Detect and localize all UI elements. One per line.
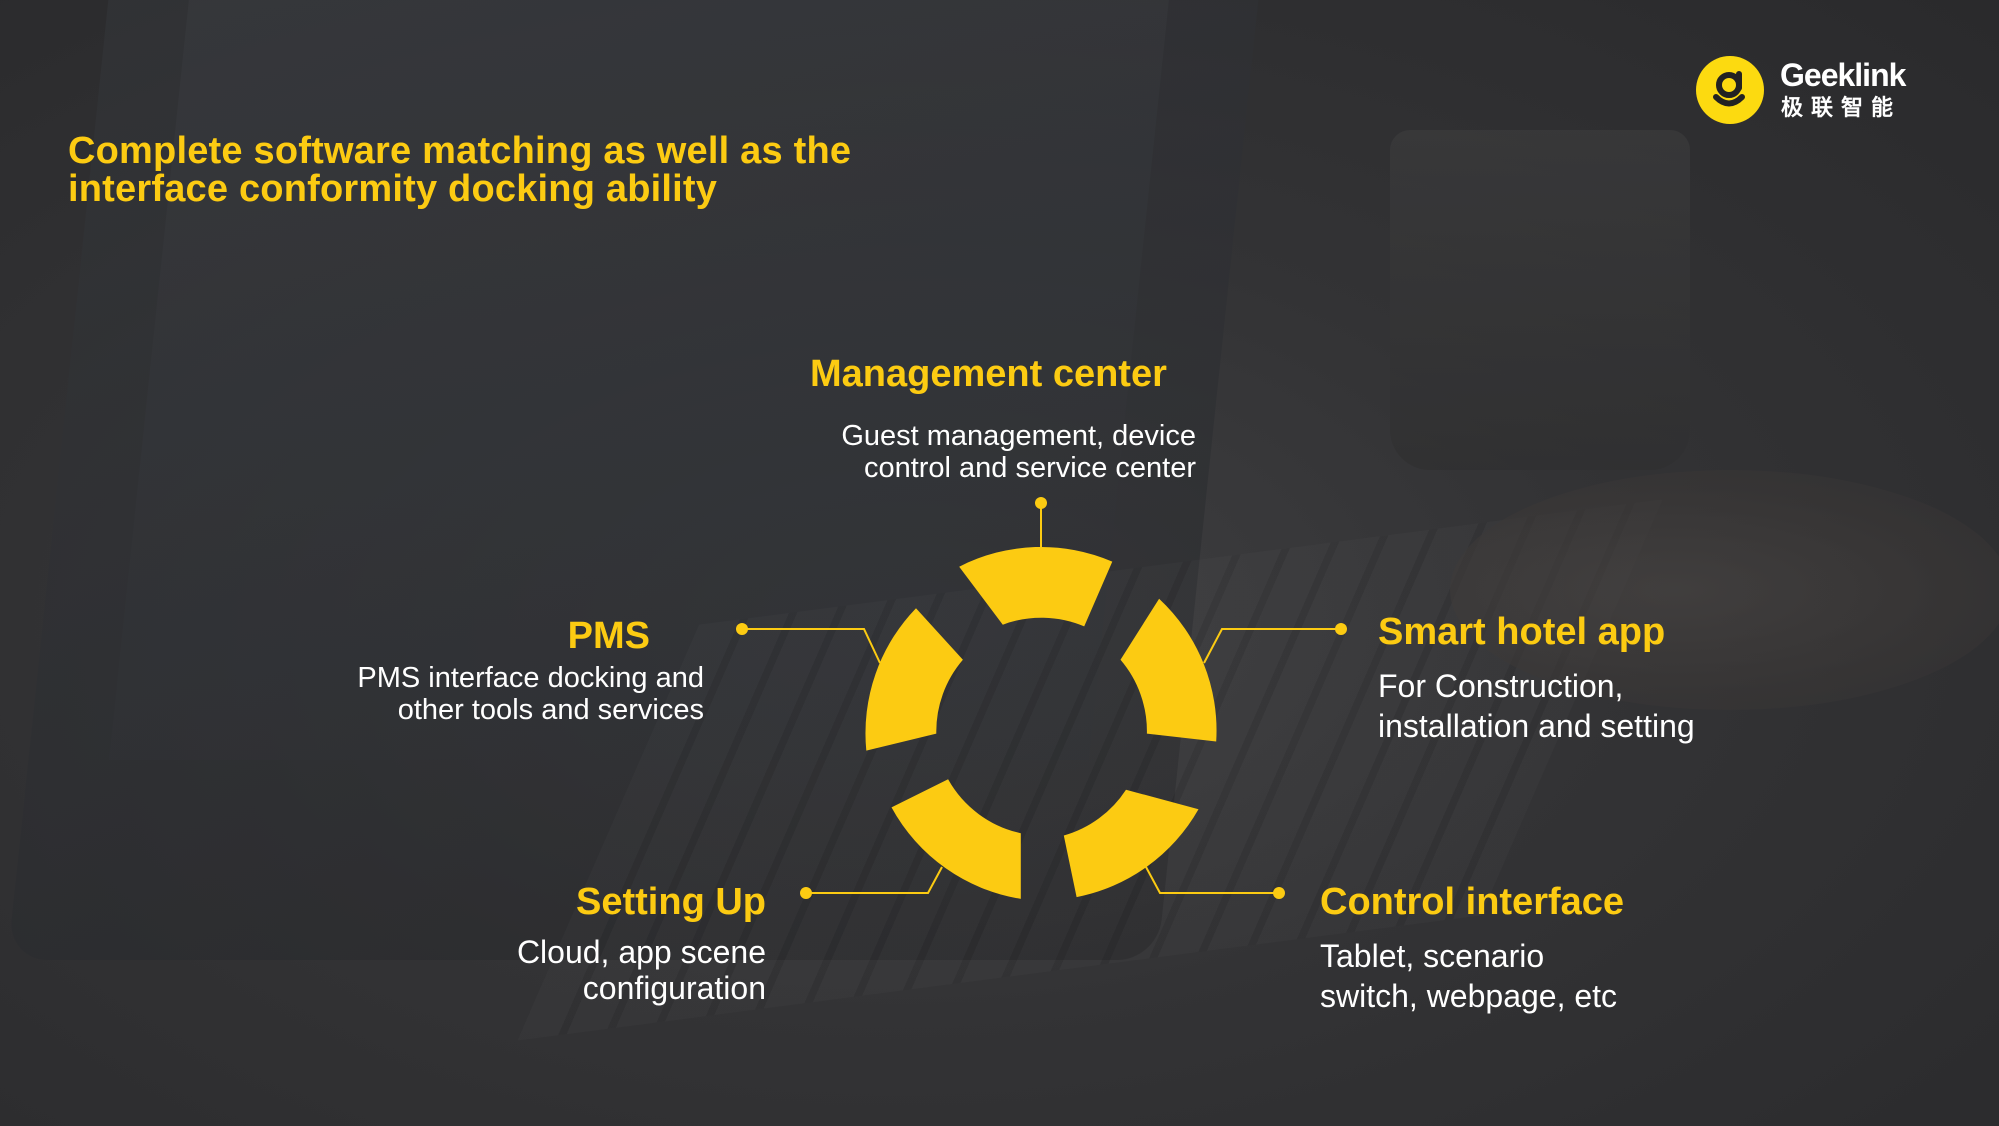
connector-right xyxy=(1203,628,1341,664)
setting-up-title: Setting Up xyxy=(576,881,766,923)
logo-g-icon xyxy=(1696,56,1764,124)
dot-right xyxy=(1335,623,1347,635)
setting-up-desc: Cloud, app scene configuration xyxy=(440,934,766,1006)
pms-desc-line-1: PMS interface docking and xyxy=(357,662,704,694)
logo-g-glyph-icon xyxy=(1713,71,1745,107)
ring-segment-top xyxy=(959,546,1113,627)
smart-hotel-app-desc-line-2: installation and setting xyxy=(1378,708,1695,744)
setting-up-desc-line-1: Cloud, app scene xyxy=(516,934,766,970)
dot-bottom-right xyxy=(1273,887,1285,899)
brand-logo: Geeklink 极联智能 xyxy=(1696,56,1916,128)
management-center-desc: Guest management, device control and ser… xyxy=(790,420,1196,484)
slide-title: Complete software matching as well as th… xyxy=(68,132,851,208)
dot-left xyxy=(736,623,748,635)
ring-segment-bottom-left xyxy=(891,779,1021,899)
ring-segment-left xyxy=(865,608,963,751)
smart-hotel-app-title: Smart hotel app xyxy=(1378,611,1666,653)
logo-brand-name: Geeklink xyxy=(1780,57,1906,93)
smart-hotel-app-desc: For Construction, installation and setti… xyxy=(1378,666,1695,746)
control-interface-desc-line-1: Tablet, scenario xyxy=(1320,938,1545,974)
hand-shape xyxy=(1450,470,1999,710)
pms-title: PMS xyxy=(567,615,650,657)
connector-left xyxy=(742,628,881,664)
control-interface-title: Control interface xyxy=(1320,881,1625,923)
control-interface-desc: Tablet, scenario switch, webpage, etc xyxy=(1320,936,1617,1016)
smart-hotel-app-desc-line-1: For Construction, xyxy=(1378,668,1624,704)
slide-title-line-1: Complete software matching as well as th… xyxy=(68,130,852,172)
connector-bottom-right xyxy=(1145,866,1279,894)
connector-dots xyxy=(736,497,1347,899)
pms-desc: PMS interface docking and other tools an… xyxy=(300,662,704,726)
connector-bottom-left xyxy=(806,866,943,894)
logo-chinese-name: 极联智能 xyxy=(1781,95,1902,120)
ring-segment-right xyxy=(1120,598,1217,742)
mug-shape xyxy=(1390,130,1690,470)
management-center-desc-line-2: control and service center xyxy=(863,452,1196,484)
dot-bottom-left xyxy=(800,887,812,899)
management-center-desc-line-1: Guest management, device xyxy=(841,420,1196,452)
dot-top xyxy=(1035,497,1047,509)
management-center-title: Management center xyxy=(810,353,1167,395)
connector-lines xyxy=(742,503,1341,894)
slide-title-line-2: interface conformity docking ability xyxy=(68,168,718,210)
ring-segment-bottom-right xyxy=(1063,789,1199,898)
pms-desc-line-2: other tools and services xyxy=(397,694,704,726)
control-interface-desc-line-2: switch, webpage, etc xyxy=(1320,978,1618,1014)
ring-segments xyxy=(865,546,1217,899)
setting-up-desc-line-2: configuration xyxy=(582,970,766,1006)
